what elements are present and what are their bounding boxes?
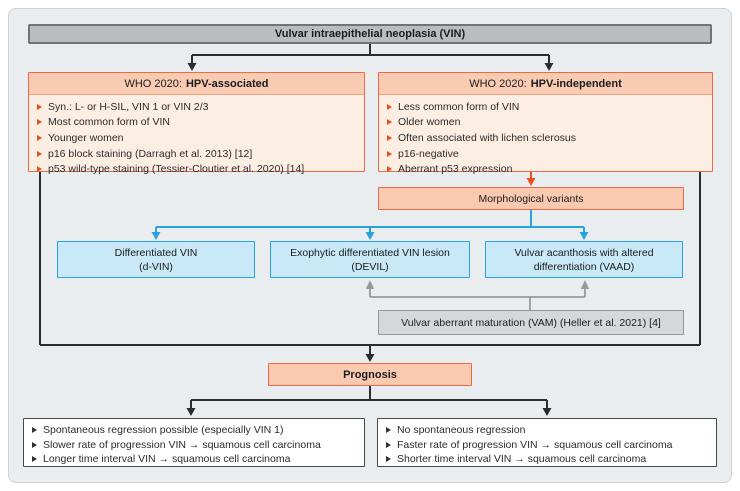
variant-abbreviation: differentiation (VAAD) xyxy=(533,260,635,273)
variant-abbreviation: (DEVIL) xyxy=(351,260,389,273)
list-item-text: Younger women xyxy=(48,131,124,144)
hpv-associated-panel: WHO 2020: HPV-associated Syn.: L- or H-S… xyxy=(28,72,365,175)
hpv-independent-body: Less common form of VIN Older women Ofte… xyxy=(379,95,712,177)
bullet-triangle-icon xyxy=(32,456,37,463)
bullet-triangle-icon xyxy=(387,103,392,110)
list-item-text: Slower rate of progression VIN → squamou… xyxy=(43,438,321,451)
prognosis-left-box: Spontaneous regression possible (especia… xyxy=(23,418,365,467)
bullet-triangle-icon xyxy=(37,150,42,157)
hpv-independent-header: WHO 2020: HPV-independent xyxy=(379,73,712,95)
bullet-triangle-icon xyxy=(387,134,392,141)
list-item-text: Older women xyxy=(398,116,461,129)
hpv-associated-body: Syn.: L- or H-SIL, VIN 1 or VIN 2/3 Most… xyxy=(29,95,364,177)
list-item: Syn.: L- or H-SIL, VIN 1 or VIN 2/3 xyxy=(37,99,358,115)
vam-box: Vulvar aberrant maturation (VAM) (Heller… xyxy=(378,310,684,335)
bullet-triangle-icon xyxy=(387,166,392,173)
vam-label: Vulvar aberrant maturation (VAM) (Heller… xyxy=(401,316,661,329)
list-item-text: p53 wild-type staining (Tessier-Cloutier… xyxy=(48,163,305,176)
bullet-triangle-icon xyxy=(386,456,391,463)
list-item: Faster rate of progression VIN → squamou… xyxy=(386,438,710,453)
morphological-variants-label: Morphological variants xyxy=(478,192,584,205)
page-title: Vulvar intraepithelial neoplasia (VIN) xyxy=(274,28,466,40)
prognosis-right-box: No spontaneous regression Faster rate of… xyxy=(377,418,717,467)
list-item-text: Shorter time interval VIN → squamous cel… xyxy=(397,453,647,466)
bullet-triangle-icon xyxy=(386,441,391,448)
list-item: Aberrant p53 expression xyxy=(387,161,706,177)
bullet-triangle-icon xyxy=(32,441,37,448)
list-item-text: No spontaneous regression xyxy=(397,424,526,437)
prognosis-box: Prognosis xyxy=(268,363,472,386)
hpv-independent-panel: WHO 2020: HPV-independent Less common fo… xyxy=(378,72,713,175)
list-item: Slower rate of progression VIN → squamou… xyxy=(32,438,358,453)
list-item: Younger women xyxy=(37,130,358,146)
bullet-triangle-icon xyxy=(37,134,42,141)
variant-name: Vulvar acanthosis with altered xyxy=(514,246,654,259)
list-item-text: p16 block staining (Darragh et al. 2013)… xyxy=(48,147,253,160)
list-item: p16 block staining (Darragh et al. 2013)… xyxy=(37,146,358,162)
list-item: Shorter time interval VIN → squamous cel… xyxy=(386,452,710,467)
list-item-text: Spontaneous regression possible (especia… xyxy=(43,424,284,437)
list-item-text: Aberrant p53 expression xyxy=(398,163,513,176)
header-bold: HPV-associated xyxy=(185,77,269,90)
hpv-associated-header: WHO 2020: HPV-associated xyxy=(29,73,364,95)
list-item-text: p16-negative xyxy=(398,147,459,160)
variant-abbreviation: (d-VIN) xyxy=(139,260,173,273)
title-box: Vulvar intraepithelial neoplasia (VIN) xyxy=(28,24,712,44)
header-prefix: WHO 2020: xyxy=(124,77,182,90)
list-item-text: Syn.: L- or H-SIL, VIN 1 or VIN 2/3 xyxy=(48,100,209,113)
list-item: Often associated with lichen sclerosus xyxy=(387,130,706,146)
variant-name: Differentiated VIN xyxy=(114,246,198,259)
prognosis-label: Prognosis xyxy=(343,368,397,381)
list-item: Less common form of VIN xyxy=(387,99,706,115)
list-item-text: Longer time interval VIN → squamous cell… xyxy=(43,453,291,466)
list-item: Most common form of VIN xyxy=(37,115,358,131)
list-item-text: Faster rate of progression VIN → squamou… xyxy=(397,438,673,451)
list-item: Spontaneous regression possible (especia… xyxy=(32,423,358,438)
bullet-triangle-icon xyxy=(37,103,42,110)
header-prefix: WHO 2020: xyxy=(469,77,527,90)
list-item: p16-negative xyxy=(387,146,706,162)
list-item: Older women xyxy=(387,115,706,131)
list-item-text: Most common form of VIN xyxy=(48,116,170,129)
list-item: Longer time interval VIN → squamous cell… xyxy=(32,452,358,467)
bullet-triangle-icon xyxy=(386,427,391,434)
list-item: No spontaneous regression xyxy=(386,423,710,438)
variant-box-devil: Exophytic differentiated VIN lesion (DEV… xyxy=(270,241,470,278)
variant-name: Exophytic differentiated VIN lesion xyxy=(290,246,450,259)
list-item: p53 wild-type staining (Tessier-Cloutier… xyxy=(37,161,358,177)
bullet-triangle-icon xyxy=(387,150,392,157)
bullet-triangle-icon xyxy=(32,427,37,434)
variant-box-vaad: Vulvar acanthosis with altered different… xyxy=(485,241,683,278)
bullet-triangle-icon xyxy=(37,166,42,173)
morphological-variants-box: Morphological variants xyxy=(378,187,684,210)
list-item-text: Less common form of VIN xyxy=(398,100,520,113)
list-item-text: Often associated with lichen sclerosus xyxy=(398,131,577,144)
header-bold: HPV-independent xyxy=(530,77,622,90)
variant-box-dvin: Differentiated VIN (d-VIN) xyxy=(57,241,255,278)
bullet-triangle-icon xyxy=(37,119,42,126)
bullet-triangle-icon xyxy=(387,119,392,126)
